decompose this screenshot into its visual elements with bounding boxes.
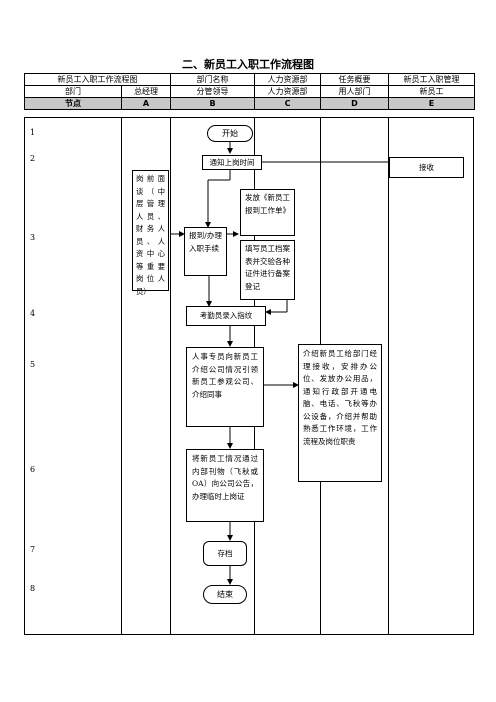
header-node-d: D bbox=[320, 97, 389, 110]
row-label: 2 bbox=[30, 154, 36, 163]
notify-box: 通知上岗时间 bbox=[202, 155, 262, 170]
interview-box: 岗前面谈（中层管理人员、财务人员、人资中心等重要岗位人员） bbox=[132, 170, 169, 296]
lane-divider bbox=[121, 117, 122, 635]
header-node-c: C bbox=[254, 97, 321, 110]
archive-node: 存档 bbox=[203, 541, 247, 566]
receive-box: 接收 bbox=[389, 157, 464, 178]
header-node-e: E bbox=[388, 97, 475, 110]
row-label: 6 bbox=[30, 465, 36, 474]
register-box: 报到/办理入职手续 bbox=[184, 227, 227, 276]
lane-divider bbox=[170, 117, 171, 635]
attendance-box: 考勤员录入指纹 bbox=[186, 306, 266, 326]
row-label: 7 bbox=[30, 545, 36, 554]
row-label: 1 bbox=[30, 128, 36, 137]
issue-form-box: 发放《新员工报到工作单》 bbox=[240, 189, 295, 236]
page-title: 二、新员工入职工作流程图 bbox=[182, 58, 314, 71]
end-node: 结束 bbox=[203, 585, 247, 604]
announce-box: 将新员工情况通过内部刊物（飞秋或OA）向公司公告，办理临时上岗证 bbox=[186, 449, 264, 522]
header-table: 新员工入职工作流程图 部门名称 人力资源部 任务概要 新员工入职管理 部门 总经… bbox=[24, 73, 475, 110]
lane-divider bbox=[388, 117, 389, 635]
header-node-label: 节点 bbox=[24, 97, 122, 110]
introduce-box: 人事专员向新员工介绍公司情况引领新员工参观公司、介绍同事 bbox=[186, 347, 264, 427]
header-node-a: A bbox=[121, 97, 171, 110]
dept-intro-box: 介绍新员工给部门经理接收，安排办公位、发放办公用品，通知行政部开通电脑、电话、飞… bbox=[298, 344, 382, 482]
fill-archive-box: 填写员工档案表并交验各种证件进行备案登记 bbox=[240, 240, 295, 300]
row-label: 5 bbox=[30, 360, 36, 369]
row-label: 4 bbox=[30, 309, 36, 318]
row-label: 3 bbox=[30, 233, 36, 242]
row-label: 8 bbox=[30, 584, 36, 593]
flow-grid bbox=[24, 117, 474, 635]
start-node: 开始 bbox=[207, 125, 253, 142]
